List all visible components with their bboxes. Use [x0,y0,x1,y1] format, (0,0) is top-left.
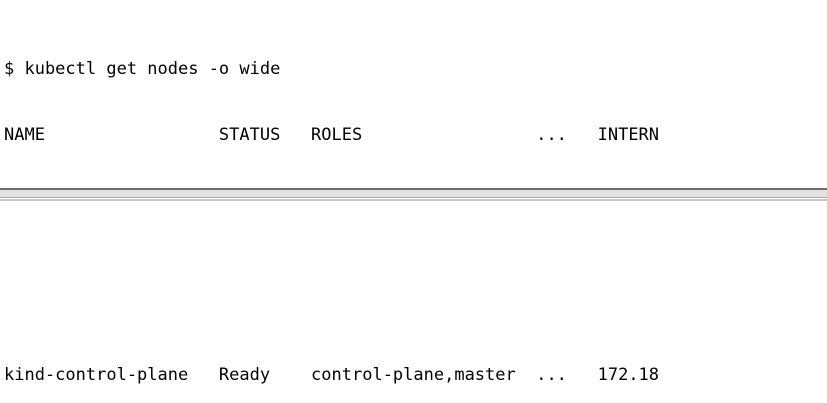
divider-band[interactable] [0,190,827,198]
horizontal-split-divider[interactable] [0,188,827,201]
table-header-row: NAME STATUS ROLES ... INTERN [4,125,660,145]
terminal-upper-pane: $ kubectl get nodes -o wide NAME STATUS … [0,14,827,190]
terminal-lower-pane: kind-control-plane Ready control-plane,m… [0,320,827,403]
lower-blank-area [0,201,827,320]
divider-bottom-rule [0,199,827,201]
table-row[interactable]: kind-control-plane Ready control-plane,m… [4,365,660,385]
divider-top-rule [0,188,827,190]
command-line: $ kubectl get nodes -o wide [4,59,281,79]
upper-blank-area [0,60,827,188]
